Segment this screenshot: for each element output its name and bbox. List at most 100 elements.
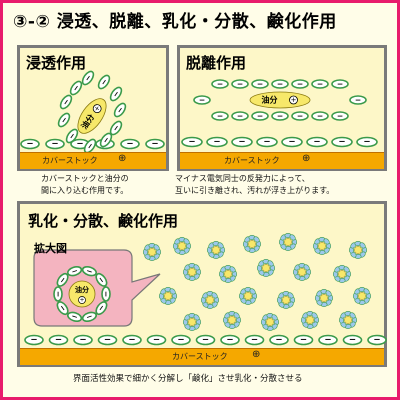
minus-icon: − — [263, 137, 270, 147]
surfactant-molecule: − — [220, 334, 240, 346]
surfactant-molecule: − — [97, 74, 111, 90]
surfactant-ring — [271, 79, 289, 89]
minus-icon: − — [277, 112, 283, 121]
micelle-petal — [343, 266, 350, 273]
minus-icon: − — [70, 266, 79, 277]
detachment-illustration: −−−−−−−−油分+−−−−−−−−−−−−−−−− — [181, 79, 378, 148]
surfactant-ring — [69, 80, 83, 96]
surfactant-molecule: − — [146, 334, 167, 346]
surfactant-ring — [331, 79, 349, 89]
surfactant-ring — [211, 79, 229, 89]
micelle-core — [306, 316, 314, 324]
surfactant-molecule: − — [331, 111, 349, 121]
micelle-petal — [233, 312, 240, 319]
minus-icon: − — [57, 275, 68, 285]
surfactant-molecule: − — [67, 265, 83, 277]
minus-icon: − — [102, 291, 111, 297]
oil-plus-ring — [92, 104, 102, 114]
surfactant-ring — [101, 286, 111, 302]
surfactant-molecule: − — [81, 312, 97, 322]
small-micelle — [218, 265, 238, 283]
surfactant-ring — [97, 334, 118, 346]
detachment-note-line-1: マイナス電気同士の反発力によって、 — [175, 174, 310, 183]
surfactant-ring — [109, 120, 123, 136]
minus-icon: − — [79, 335, 86, 345]
surfactant-molecule: − — [269, 334, 289, 346]
surfactant-ring — [281, 136, 303, 148]
surfactant-ring — [231, 111, 249, 121]
minus-icon: − — [355, 96, 361, 105]
micelle-core — [224, 270, 232, 278]
surfactant-ring — [349, 95, 367, 105]
minus-icon: − — [100, 135, 111, 145]
micelle-petal — [289, 234, 296, 241]
surfactant-ring — [67, 265, 83, 277]
surfactant-molecule: − — [53, 286, 63, 302]
micelle-core — [266, 318, 274, 326]
zoom-bubble — [33, 249, 161, 327]
minus-icon: − — [237, 80, 243, 89]
micelle-core — [320, 294, 328, 302]
micelle-core — [354, 246, 362, 254]
surfactant-molecule: − — [101, 286, 111, 302]
micelle-petal — [325, 290, 332, 297]
micelle-petal — [359, 242, 366, 249]
minus-icon: − — [300, 335, 307, 345]
surfactant-ring — [293, 334, 314, 346]
minus-icon: − — [337, 112, 343, 121]
surfactant-molecule: − — [211, 79, 229, 89]
surfactant-molecule: − — [231, 111, 249, 121]
surfactant-ring — [57, 112, 71, 128]
surfactant-ring — [251, 111, 269, 121]
surfactant-molecule: − — [109, 120, 123, 136]
permeation-note: カバーストックと油分の 間に入り込む作用です。 — [41, 173, 129, 197]
surfactant-molecule: − — [342, 334, 363, 346]
detachment-note-line-2: 互いに引き離され、汚れが浮き上がります。 — [175, 186, 335, 195]
permeation-plus-icon: ⊕ — [118, 153, 127, 164]
minus-icon: − — [96, 303, 107, 313]
permeation-stock-label: カバーストック — [42, 156, 98, 165]
small-micelle — [260, 313, 280, 331]
small-micelle — [338, 311, 358, 329]
micelle-petal — [153, 244, 160, 251]
surfactant-molecule: − — [251, 79, 269, 89]
minus-icon: − — [202, 335, 209, 345]
minus-icon: − — [226, 335, 233, 345]
surfactant-molecule: − — [45, 138, 65, 150]
zoom-plus-ring — [78, 296, 86, 304]
oil-droplet: 油分+ — [77, 98, 107, 134]
surfactant-ring — [269, 334, 289, 346]
surfactant-ring — [206, 136, 228, 148]
surfactant-molecule: − — [356, 136, 378, 148]
oil-plus-ring — [289, 95, 298, 105]
panel-emulsify: 乳化・分散、鹸化作用 −−−−−−−−−−−−−−−−−−−−−−−−−油分+ … — [17, 201, 387, 367]
minus-icon: − — [30, 335, 37, 345]
surfactant-ring — [146, 334, 167, 346]
surfactant-molecule: − — [331, 79, 349, 89]
detachment-note: マイナス電気同士の反発力によって、 互いに引き離され、汚れが浮き上がります。 — [175, 173, 334, 197]
surfactant-ring — [20, 138, 40, 150]
surfactant-molecule: − — [281, 136, 303, 148]
small-micelle — [300, 311, 320, 329]
surfactant-molecule: − — [231, 79, 249, 89]
minus-icon: − — [297, 112, 303, 121]
surfactant-ring — [220, 334, 240, 346]
surfactant-ring — [45, 138, 65, 150]
small-micelle — [238, 287, 258, 305]
surfactant-ring — [113, 102, 127, 118]
surfactant-molecule: − — [331, 136, 353, 148]
surfactant-ring — [331, 111, 349, 121]
surfactant-molecule: − — [311, 79, 329, 89]
zoom-micelle: −−−−−−−−−−油分+ — [53, 265, 111, 322]
surfactant-molecule: − — [56, 301, 69, 316]
surfactant-molecule: − — [120, 138, 140, 150]
small-micelle — [314, 289, 334, 307]
surfactant-ring — [367, 334, 387, 346]
panel-permeation-heading: 浸透作用 — [26, 54, 87, 72]
surfactant-ring — [311, 111, 329, 121]
surfactant-ring — [65, 128, 79, 144]
micelle-petal — [323, 238, 330, 245]
surfactant-ring — [318, 334, 338, 346]
small-micelle — [158, 287, 178, 305]
small-micelle — [222, 311, 242, 329]
